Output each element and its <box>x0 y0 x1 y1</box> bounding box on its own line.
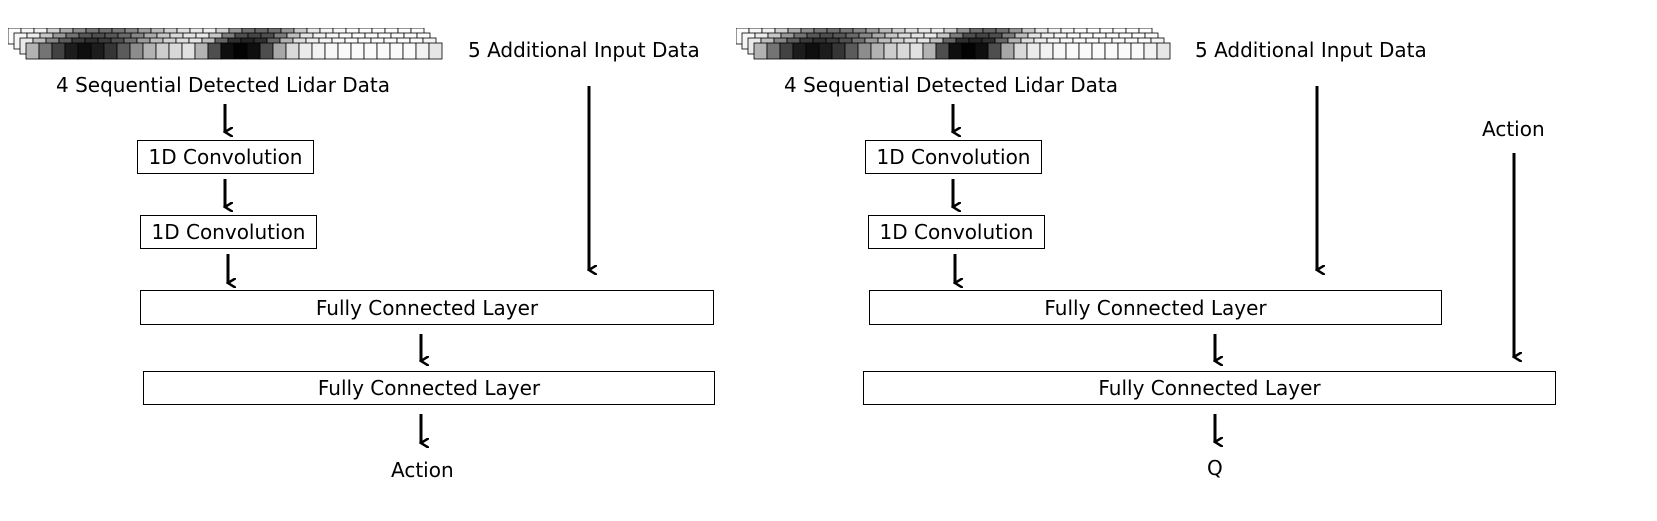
output-label-critic: Q <box>1207 456 1223 480</box>
arrows-critic <box>728 86 1556 521</box>
lidar-data-stack-actor <box>8 28 443 60</box>
fc2-label-critic: Fully Connected Layer <box>1098 376 1321 400</box>
output-label-actor: Action <box>391 458 454 482</box>
critic-network: 4 Sequential Detected Lidar Data 5 Addit… <box>728 0 1556 521</box>
fc2-label-actor: Fully Connected Layer <box>317 376 541 400</box>
fc2-box-critic: Fully Connected Layer <box>863 371 1556 405</box>
conv1-label-actor: 1D Convolution <box>148 145 303 169</box>
conv1-box-critic: 1D Convolution <box>865 140 1042 174</box>
conv1-box-actor: 1D Convolution <box>137 140 314 174</box>
fc1-label-critic: Fully Connected Layer <box>1044 295 1267 320</box>
lidar-cell <box>428 42 443 60</box>
actor-network: 4 Sequential Detected Lidar Data 5 Addit… <box>0 0 828 521</box>
conv2-box-actor: 1D Convolution <box>140 215 317 249</box>
conv1-label-critic: 1D Convolution <box>876 145 1031 169</box>
lidar-cell <box>1156 42 1171 60</box>
action-input-label-critic: Action <box>1482 117 1545 141</box>
fc2-box-actor: Fully Connected Layer <box>143 371 715 405</box>
fc1-label-actor: Fully Connected Layer <box>315 295 539 320</box>
lidar-data-stack-critic <box>736 28 1171 60</box>
conv2-label-critic: 1D Convolution <box>879 220 1034 244</box>
additional-input-label-critic: 5 Additional Input Data <box>1195 38 1427 62</box>
lidar-label-critic: 4 Sequential Detected Lidar Data <box>784 73 1119 97</box>
lidar-label-actor: 4 Sequential Detected Lidar Data <box>56 73 391 97</box>
conv2-label-actor: 1D Convolution <box>151 220 306 244</box>
additional-input-label-actor: 5 Additional Input Data <box>468 38 700 62</box>
fc1-box-critic: Fully Connected Layer <box>869 290 1442 325</box>
fc1-box-actor: Fully Connected Layer <box>140 290 714 325</box>
conv2-box-critic: 1D Convolution <box>868 215 1045 249</box>
arrows-actor <box>0 86 828 521</box>
